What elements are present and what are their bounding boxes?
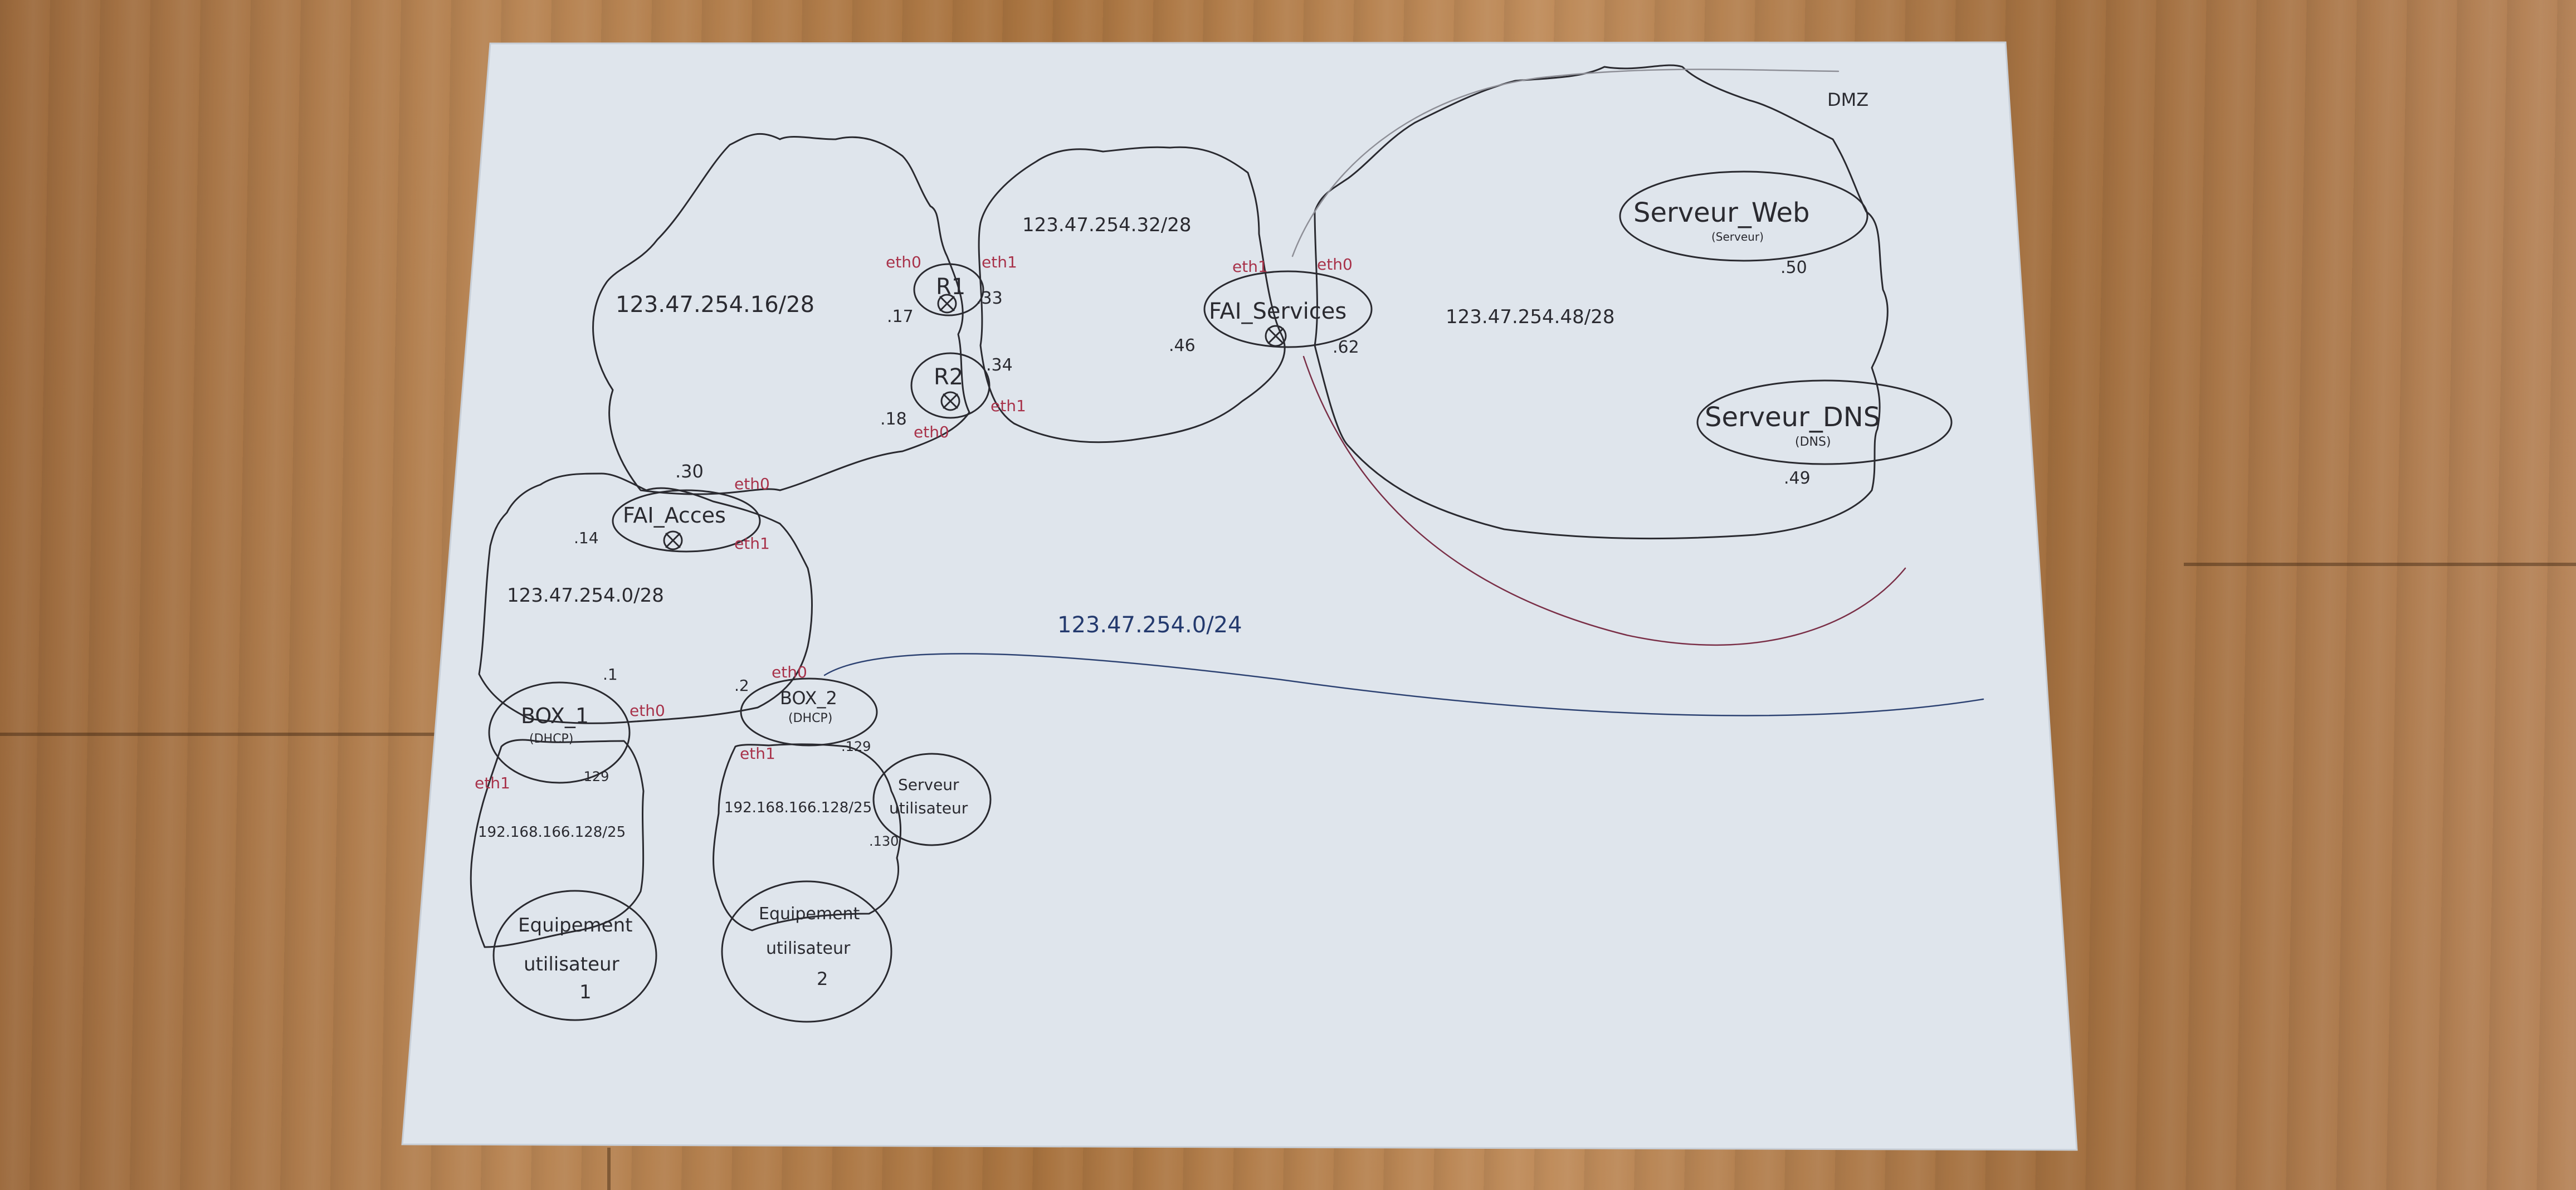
iface-fai-acces-eth0: eth0 [734,475,770,493]
addr-dns-49: .49 [1784,469,1811,488]
label-net-48: 123.47.254.48/28 [1446,306,1614,328]
node-equip2 [721,880,892,1023]
node-label-fai-acces: FAI_Acces [623,503,726,528]
addr-box1-129: .129 [579,769,609,784]
addr-r2-18: .18 [880,409,907,429]
addr-fai-services-46: .46 [1169,336,1196,355]
node-fai-acces [612,489,761,553]
iface-fai-services-eth0: eth0 [1317,255,1353,274]
addr-box2-2: .2 [734,676,749,695]
node-label-box1-sub: (DHCP) [529,732,573,746]
iface-fai-acces-eth1: eth1 [734,534,770,553]
node-box2 [740,677,878,747]
addr-r1-17: .17 [887,307,914,326]
router-symbol-r2 [940,391,960,411]
paper-sheet [402,42,2077,1150]
node-serveur-dns [1696,379,1953,465]
iface-box2-eth1: eth1 [740,744,775,763]
node-label-equip1-l1: Equipement [518,914,632,937]
floor-plank-seam [0,733,624,736]
node-label-box2-sub: (DHCP) [788,711,832,725]
addr-fai-acces-30: .30 [675,461,704,482]
link-dmz-gray [1291,69,1840,257]
addr-r1-33: .33 [976,289,1003,308]
node-label-equip2-l2: utilisateur [766,939,851,958]
label-net-32: 123.47.254.32/28 [1022,214,1191,236]
addr-fai-services-62: .62 [1333,338,1359,357]
router-symbol-fai-services [1265,325,1287,347]
addr-fai-acces-14: .14 [574,529,599,547]
node-label-serveur-web-sub: (Serveur) [1711,230,1764,243]
iface-box1-eth0: eth0 [630,701,665,720]
node-label-equip2-l3: 2 [817,968,828,989]
iface-r2-eth1: eth1 [991,397,1026,415]
iface-r1-eth0: eth0 [886,253,921,271]
lan-cloud-box2 [713,743,902,931]
iface-fai-services-eth1: eth1 [1232,257,1268,276]
link-dmz-red [1302,355,1906,646]
node-label-box1: BOX_1 [521,704,589,728]
floor-plank-seam [2184,563,2576,566]
addr-r2-34: .34 [986,355,1013,375]
node-r1 [913,263,984,316]
label-dmz: DMZ [1827,89,1868,110]
link-network-blue [823,653,1984,716]
label-net-16: 123.47.254.16/28 [616,292,814,318]
node-label-equip1-l2: utilisateur [524,953,619,976]
node-label-box2: BOX_2 [780,687,837,709]
node-label-r1: R1 [936,274,965,300]
network-cloud-48 [1314,64,1889,540]
floor-plank-seam [607,1148,611,1190]
iface-r1-eth1: eth1 [982,253,1017,271]
iface-box1-eth1: eth1 [475,774,510,792]
node-label-serveur-dns-sub: (DNS) [1795,435,1831,449]
node-label-equip2-l1: Equipement [759,904,860,924]
label-lan-box1: 192.168.166.128/25 [478,824,626,841]
node-label-serveur-utilisateur-l2: utilisateur [889,799,968,817]
addr-box2-129: .129 [841,739,871,754]
node-serveur-utilisateur [872,753,992,846]
node-fai-services [1203,270,1373,348]
node-label-serveur-utilisateur-l1: Serveur [898,776,959,794]
node-label-serveur-dns: Serveur_DNS [1705,402,1880,433]
label-net-all: 123.47.254.0/24 [1057,612,1242,638]
lan-cloud-box1 [470,739,645,948]
node-r2 [910,352,991,419]
iface-r2-eth0: eth0 [914,423,949,441]
node-serveur-web [1619,170,1868,262]
node-label-equip1-l3: 1 [579,981,592,1003]
node-equip1 [492,890,657,1021]
network-cloud-0 [478,472,813,724]
label-lan-box2: 192.168.166.128/25 [724,799,872,816]
iface-box2-eth0: eth0 [772,663,807,681]
node-label-serveur-web: Serveur_Web [1633,197,1809,228]
addr-serveur-utilisateur-130: .130 [869,833,899,849]
node-label-r2: R2 [934,364,963,390]
network-cloud-16 [592,133,970,495]
router-symbol-r1 [937,294,957,314]
addr-box1-1: .1 [603,665,618,684]
router-symbol-fai-acces [663,530,683,550]
node-box1 [488,681,631,784]
label-net-0: 123.47.254.0/28 [507,584,664,607]
node-label-fai-services: FAI_Services [1209,299,1346,324]
addr-web-50: .50 [1780,258,1807,277]
